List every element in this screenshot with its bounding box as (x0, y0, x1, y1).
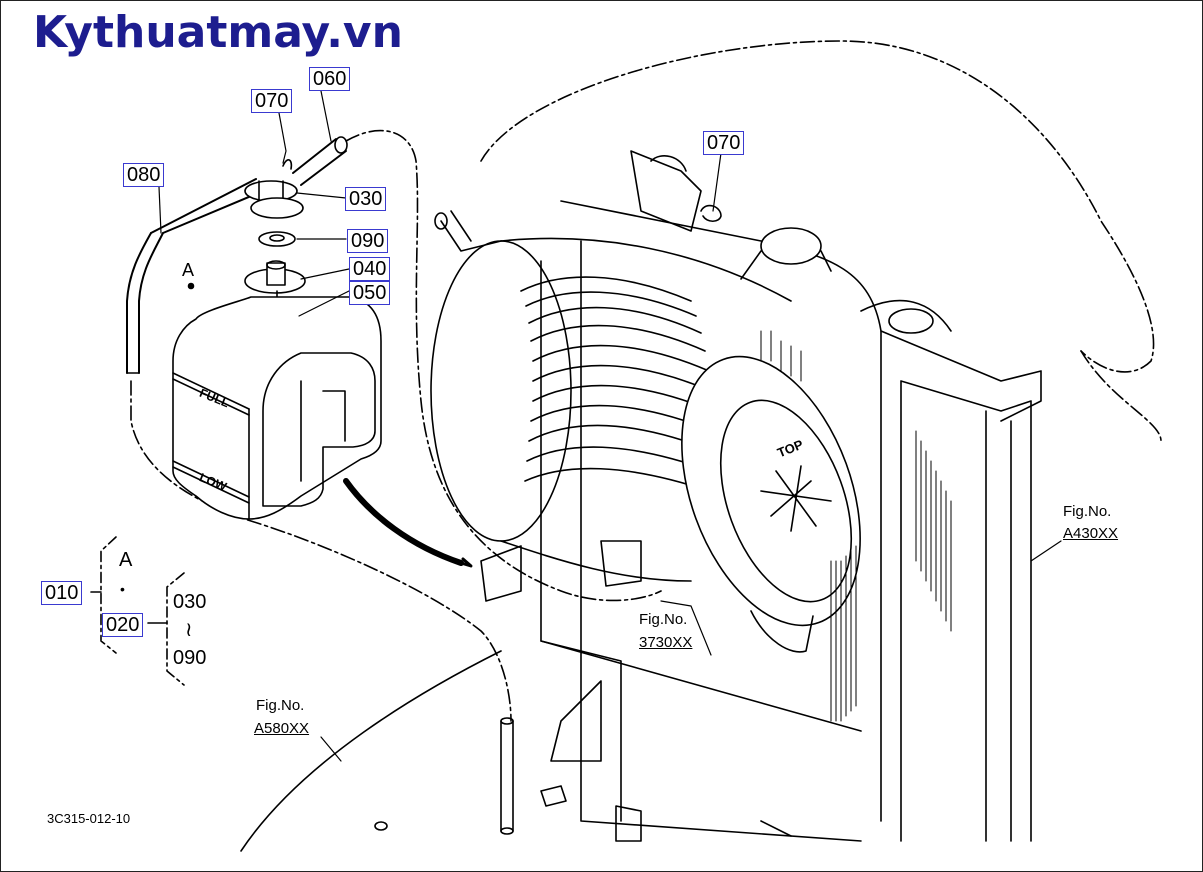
parts-tree-bracket (100, 536, 117, 654)
tree-dot: • (120, 581, 125, 597)
tree-range-end: 090 (173, 647, 207, 669)
drawing-code: 3C315-012-10 (47, 811, 131, 826)
hose-080 (126, 232, 152, 374)
air-cleaner-cap (681, 355, 861, 627)
fig-ref-3-prefix: Fig.No. (256, 697, 305, 714)
hose-060 (292, 138, 347, 186)
callout-050[interactable]: 050 (349, 281, 391, 305)
site-watermark-brand: Kythuatmay.vn (33, 7, 403, 58)
fig-ref-a580xx[interactable]: A580XX (254, 720, 310, 737)
washer-090 (258, 231, 296, 247)
detail-label-a: A (182, 260, 195, 280)
machine-base (240, 650, 502, 852)
callout-060[interactable]: 060 (309, 67, 351, 91)
radiator-cap (760, 227, 822, 265)
air-cleaner-ribs (520, 276, 714, 492)
tree-range-start: 030 (173, 591, 207, 613)
callout-020[interactable]: 020 (102, 613, 144, 637)
leader-lines (158, 90, 1062, 762)
fig-ref-3730xx[interactable]: 3730XX (639, 634, 693, 651)
fig-ref-2-prefix: Fig.No. (639, 611, 688, 628)
radiator-core-hatching (760, 330, 952, 722)
tree-range-separator: ≀ (185, 619, 193, 641)
air-cleaner-outer (430, 240, 572, 542)
fig-ref-a430xx[interactable]: A430XX (1063, 525, 1119, 542)
hood-outline (480, 40, 1155, 373)
callout-010[interactable]: 010 (41, 581, 83, 605)
drain-hose-path (345, 129, 662, 602)
tree-assembly-a: A (119, 549, 133, 571)
callout-080[interactable]: 080 (123, 163, 165, 187)
callout-090[interactable]: 090 (347, 229, 389, 253)
callout-070-right[interactable]: 070 (703, 131, 745, 155)
callout-040[interactable]: 040 (349, 257, 391, 281)
hose-clamp-070-right (700, 204, 722, 223)
callout-030[interactable]: 030 (345, 187, 387, 211)
callout-070-left[interactable]: 070 (251, 89, 293, 113)
install-arrow (343, 478, 464, 566)
fig-ref-1-prefix: Fig.No. (1063, 503, 1112, 520)
